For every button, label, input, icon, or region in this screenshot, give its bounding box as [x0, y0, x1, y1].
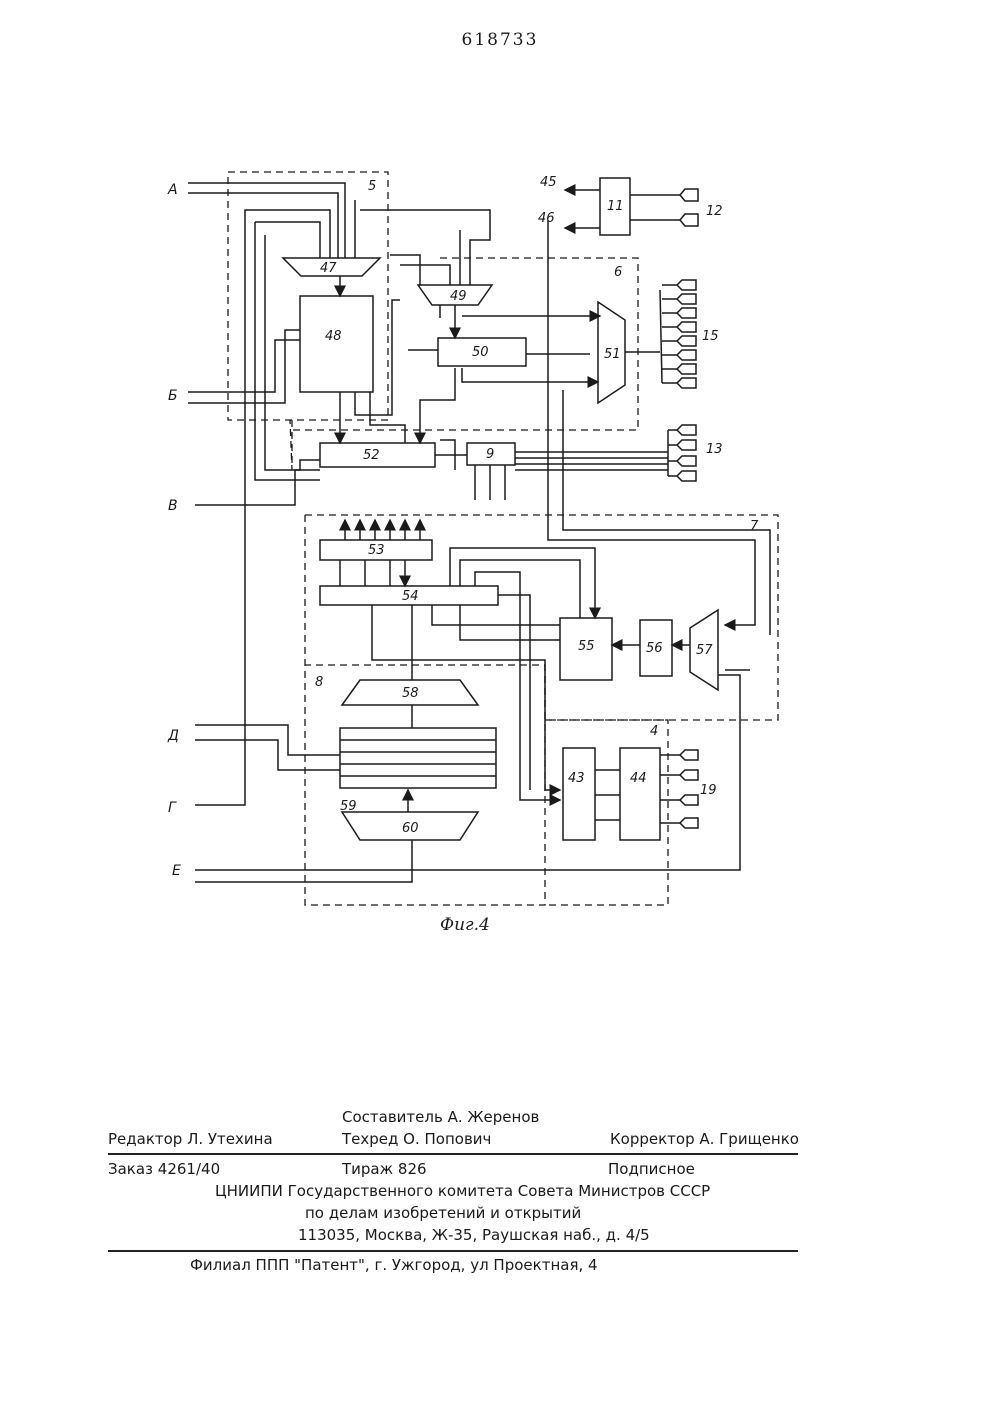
connector-group-13 [668, 425, 696, 481]
block-label-54: 54 [402, 589, 419, 604]
connector-label-13: 13 [706, 442, 723, 457]
input-label-e: Е [172, 863, 181, 879]
region-label-5: 5 [368, 179, 376, 194]
block-label-43: 43 [568, 771, 585, 786]
blocks [283, 178, 718, 840]
block-label-52: 52 [363, 448, 380, 463]
block-label-56: 56 [646, 641, 663, 656]
block-label-9: 9 [486, 447, 494, 462]
block-label-59: 59 [340, 799, 357, 814]
imprint-techred: Техред О. Попович [342, 1130, 491, 1148]
output-label-45: 45 [540, 175, 557, 190]
block-label-50: 50 [472, 345, 489, 360]
imprint-branch: Филиал ППП "Патент", г. Ужгород, ул Прое… [190, 1256, 598, 1274]
region-label-4: 4 [650, 724, 658, 739]
region-label-6: 6 [614, 265, 622, 280]
block-label-60: 60 [402, 821, 419, 836]
circuit-diagram: А Б В Д Г Е 45 46 12 15 13 19 5 6 7 8 4 … [0, 0, 1000, 960]
block-label-58: 58 [402, 686, 419, 701]
imprint-org-line2: по делам изобретений и открытий [305, 1204, 581, 1222]
block-label-57: 57 [696, 643, 713, 658]
input-label-b: Б [168, 388, 178, 404]
connector-label-15: 15 [702, 329, 719, 344]
internal-wires [255, 190, 770, 823]
block-48 [300, 296, 373, 392]
imprint-address: 113035, Москва, Ж-35, Раушская наб., д. … [298, 1226, 650, 1244]
input-label-d: Д [167, 728, 179, 744]
connector-label-19: 19 [700, 783, 717, 798]
connector-group-19 [680, 750, 698, 828]
region-8-border [305, 515, 545, 905]
imprint-editor: Редактор Л. Утехина [108, 1130, 273, 1148]
imprint-corrector: Корректор А. Грищенко [610, 1130, 799, 1148]
block-label-48: 48 [325, 329, 342, 344]
imprint-divider-top [108, 1153, 798, 1155]
block-43 [563, 748, 595, 840]
block-label-47: 47 [320, 261, 337, 276]
region-label-8: 8 [315, 675, 323, 690]
imprint-org-line1: ЦНИИПИ Государственного комитета Совета … [215, 1182, 710, 1200]
imprint-compiler: Составитель А. Жеренов [342, 1108, 539, 1126]
block-label-44: 44 [630, 771, 647, 786]
output-label-46: 46 [538, 211, 555, 226]
figure-caption: Фиг.4 [440, 915, 490, 935]
input-label-g: Г [168, 800, 177, 816]
connector-label-12: 12 [706, 204, 723, 219]
imprint-divider-bottom [108, 1250, 798, 1252]
imprint-circulation: Тираж 826 [342, 1160, 427, 1178]
block-44 [620, 748, 660, 840]
input-label-a: А [167, 182, 178, 198]
region-label-7: 7 [750, 519, 759, 534]
block-label-55: 55 [578, 639, 595, 654]
connector-group-12 [680, 189, 698, 226]
block-59 [340, 728, 496, 788]
connectors [660, 189, 698, 828]
block-label-51: 51 [604, 347, 621, 362]
connector-group-15 [660, 280, 696, 388]
input-label-v: В [168, 498, 178, 514]
block-label-49: 49 [450, 289, 467, 304]
imprint-subscription: Подписное [608, 1160, 695, 1178]
imprint-order: Заказ 4261/40 [108, 1160, 220, 1178]
input-wires [188, 183, 740, 882]
block-label-11: 11 [607, 199, 624, 214]
block-label-53: 53 [368, 543, 385, 558]
